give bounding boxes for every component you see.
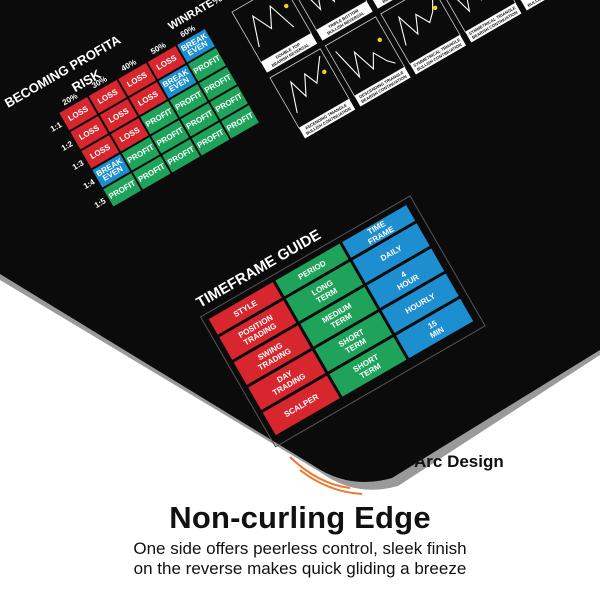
timeframe-cell xyxy=(233,325,311,385)
pattern-line xyxy=(398,0,434,46)
grid-cell-profit xyxy=(180,103,219,137)
timeframe-cell xyxy=(314,312,393,372)
grid-cell-profit xyxy=(132,156,171,190)
timeframe-cell xyxy=(329,337,407,397)
grid-cell-profit xyxy=(103,173,142,207)
timeframe-cell xyxy=(262,375,340,436)
pattern-chart-icon xyxy=(335,37,396,79)
timeframe-cell xyxy=(219,300,297,360)
pattern-label-box xyxy=(465,3,522,43)
grid-cell-loss xyxy=(99,99,138,133)
timeframe-cell xyxy=(396,298,474,359)
pattern-line xyxy=(298,0,350,11)
grid-cell-profit xyxy=(188,48,226,82)
grid-cell-profit xyxy=(162,139,200,173)
grid-cell-profit xyxy=(191,122,230,156)
pattern-line xyxy=(252,4,295,48)
timeframe-cell xyxy=(285,261,364,322)
grid-cell-loss xyxy=(110,118,149,152)
grid-cell-profit xyxy=(210,86,248,120)
grid-cell-loss xyxy=(147,45,186,80)
caption: Non-curling Edge One side offers peerles… xyxy=(0,500,600,579)
grid-cell-loss xyxy=(88,79,127,114)
arc-design-label: Arc Design xyxy=(414,452,504,471)
timeframe-cell xyxy=(248,350,326,411)
grid-cell-loss xyxy=(59,96,98,131)
timeframe-guide-frame xyxy=(199,195,486,448)
grid-cell-break-even xyxy=(177,28,215,63)
grid-cell-loss xyxy=(70,116,109,150)
timeframe-header-cell xyxy=(342,205,416,258)
pattern-marker xyxy=(432,5,438,11)
pattern-chart-icon xyxy=(448,0,508,13)
grid-cell-profit xyxy=(140,101,178,135)
grid-cell-loss xyxy=(118,62,156,97)
grid-cell-break-even xyxy=(92,154,131,188)
grid-cell-profit xyxy=(151,120,189,154)
subtitle-line-2: on the reverse makes quick gliding a bre… xyxy=(133,559,467,578)
timeframe-header-cell xyxy=(208,282,282,335)
timeframe-cell xyxy=(381,273,459,334)
pattern-label-box xyxy=(409,35,467,75)
headline: Non-curling Edge xyxy=(169,500,431,535)
timeframe-cell xyxy=(300,286,378,347)
pattern-marker xyxy=(322,69,327,75)
timeframe-header-cell xyxy=(275,243,349,297)
grid-cell-profit xyxy=(199,67,237,101)
grid-cell-profit xyxy=(221,105,259,139)
pattern-line xyxy=(335,50,396,79)
pattern-label-box xyxy=(354,67,411,107)
pattern-label-box xyxy=(299,99,356,139)
pattern-label-box xyxy=(261,33,318,73)
pattern-chart-icon xyxy=(398,0,438,46)
pattern-marker xyxy=(377,37,382,43)
grid-cell-profit xyxy=(169,84,208,118)
pattern-label-box xyxy=(520,0,577,11)
pattern-chart-icon xyxy=(298,0,350,11)
grid-cell-loss xyxy=(81,135,120,169)
timeframe-cell xyxy=(352,223,430,283)
pattern-chart-icon xyxy=(252,3,295,48)
subtitle-line-1: One side offers peerless control, sleek … xyxy=(133,539,467,558)
pattern-marker xyxy=(284,3,289,9)
grid-cell-break-even xyxy=(158,65,197,99)
pattern-chart-icon xyxy=(289,55,327,114)
pattern-line xyxy=(289,55,321,114)
pattern-line xyxy=(448,0,508,13)
grid-cell-loss xyxy=(129,82,167,116)
pattern-label-box xyxy=(316,1,373,41)
grid-cell-profit xyxy=(121,137,160,171)
subtitle: One side offers peerless control, sleek … xyxy=(0,539,600,579)
timeframe-cell xyxy=(367,248,445,308)
arc-design-marks xyxy=(289,456,363,495)
